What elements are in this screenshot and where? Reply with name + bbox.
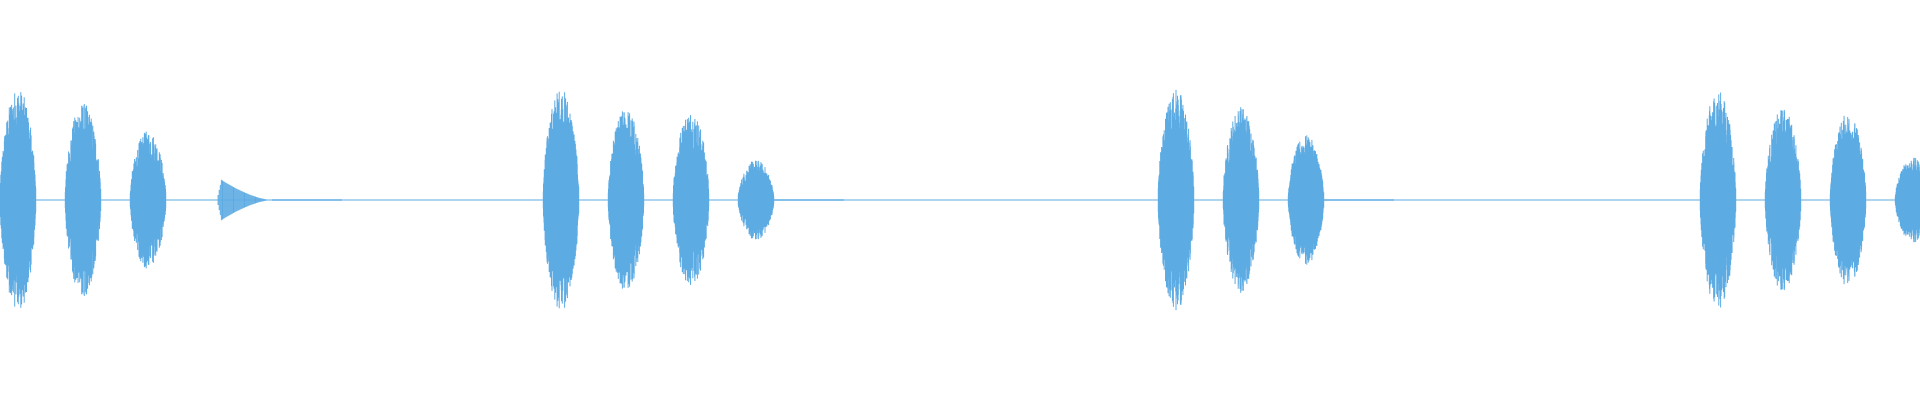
waveform-burst bbox=[1287, 135, 1325, 265]
waveform-burst bbox=[217, 179, 271, 221]
waveform-group bbox=[0, 92, 342, 308]
waveform-group bbox=[1699, 92, 1920, 308]
waveform-burst bbox=[1222, 107, 1260, 293]
waveform-bursts bbox=[0, 89, 1920, 311]
waveform-burst bbox=[1699, 92, 1737, 308]
waveform-burst bbox=[64, 104, 102, 296]
waveform-burst bbox=[737, 160, 775, 240]
waveform-burst bbox=[129, 131, 167, 269]
waveform-burst bbox=[0, 92, 37, 308]
waveform-group bbox=[542, 91, 844, 309]
waveform-burst bbox=[1894, 157, 1920, 243]
waveform-burst bbox=[607, 111, 645, 289]
waveform-burst bbox=[672, 115, 710, 285]
waveform-burst bbox=[1764, 109, 1802, 291]
waveform-burst bbox=[1157, 89, 1195, 311]
waveform-group bbox=[1157, 89, 1394, 311]
waveform-burst bbox=[1829, 115, 1867, 285]
waveform-burst bbox=[542, 91, 580, 309]
